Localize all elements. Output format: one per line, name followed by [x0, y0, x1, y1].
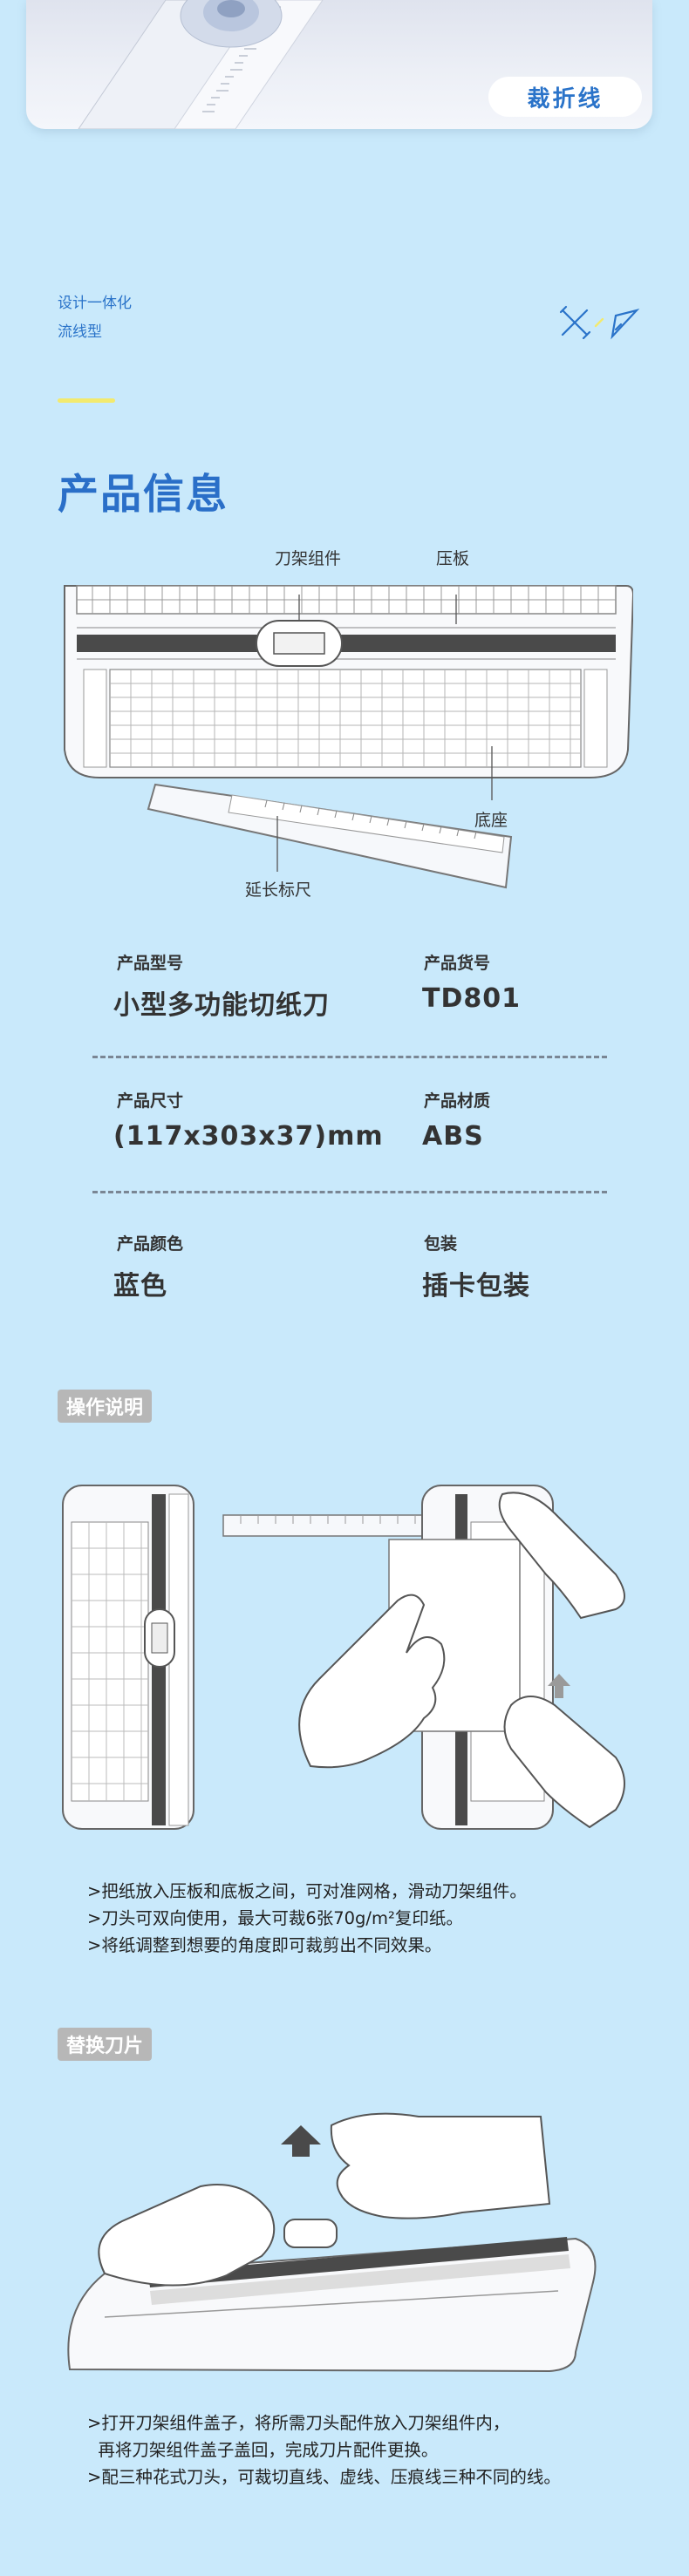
design-text-integrated: 设计一体化: [58, 295, 132, 312]
spec-label-model: 产品型号: [117, 954, 184, 973]
replace-step-1-continued: 再将刀架组件盖子盖回，完成刀片配件更换。: [87, 2440, 439, 2460]
spec-value-sku: TD801: [422, 983, 521, 1014]
spec-value-model: 小型多功能切纸刀: [113, 990, 330, 1021]
product-diagram: [58, 575, 635, 903]
callout-base: 底座: [474, 811, 508, 830]
trimmer-photo-illustration: [78, 0, 324, 129]
spec-divider-1: [92, 1056, 607, 1058]
callout-press-plate: 压板: [436, 549, 470, 568]
spec-value-material: ABS: [422, 1121, 484, 1152]
top-product-photo: 裁折线: [26, 0, 652, 129]
spec-divider-2: [92, 1191, 607, 1193]
spec-value-size: (117x303x37)mm: [113, 1121, 384, 1152]
replace-blade-tag: 替换刀片: [58, 2028, 153, 2061]
spec-label-sku: 产品货号: [424, 954, 491, 973]
operation-tag: 操作说明: [58, 1390, 153, 1423]
operation-step-2: >刀头可双向使用，最大可裁6张70g/m²复印纸。: [87, 1908, 463, 1928]
accent-divider: [58, 398, 115, 403]
spec-label-color: 产品颜色: [117, 1234, 184, 1254]
replace-blade-diagram: [52, 2090, 611, 2382]
operation-step-3: >将纸调整到想要的角度即可裁剪出不同效果。: [87, 1935, 442, 1955]
replace-step-2: >配三种花式刀头，可裁切直线、虚线、压痕线三种不同的线。: [87, 2467, 561, 2487]
design-text-streamline: 流线型: [58, 323, 102, 341]
callout-blade-holder: 刀架组件: [275, 549, 342, 568]
spec-label-packaging: 包装: [424, 1234, 458, 1254]
operation-step-1: >把纸放入压板和底板之间，可对准网格，滑动刀架组件。: [87, 1881, 527, 1901]
product-info-title: 产品信息: [58, 471, 229, 519]
cut-fold-line-badge: 裁折线: [488, 77, 642, 117]
design-tools-icon: [558, 303, 642, 345]
spec-value-packaging: 插卡包装: [422, 1271, 530, 1302]
spec-value-color: 蓝色: [113, 1271, 167, 1302]
spec-label-size: 产品尺寸: [117, 1091, 184, 1111]
replace-step-1: >打开刀架组件盖子，将所需刀头配件放入刀架组件内，: [87, 2413, 510, 2433]
spec-label-material: 产品材质: [424, 1091, 491, 1111]
extension-ruler-drawing: [147, 783, 513, 889]
callout-extension-ruler: 延长标尺: [245, 880, 312, 900]
operation-diagram: [58, 1478, 633, 1839]
